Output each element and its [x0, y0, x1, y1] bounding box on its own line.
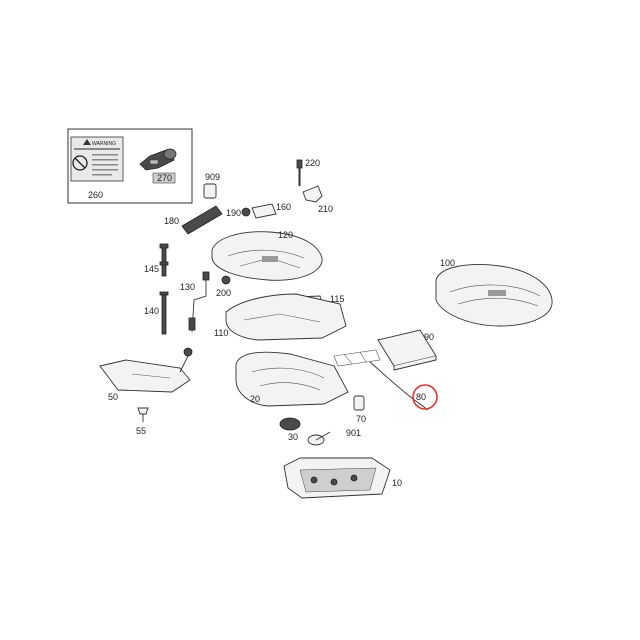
part-110-foam	[225, 293, 347, 341]
part-130-cable	[188, 271, 210, 333]
part-909	[203, 183, 217, 199]
part-10-base	[283, 457, 391, 499]
part-180-panel	[181, 205, 223, 235]
part-70-clip	[353, 395, 365, 411]
label-90: 90	[424, 332, 434, 342]
label-210: 210	[318, 204, 333, 214]
warning-triangle-icon	[83, 139, 91, 145]
part-90-pad	[377, 329, 437, 371]
sensor-mat	[333, 349, 429, 411]
part-140-rod	[159, 291, 169, 335]
label-130: 130	[180, 282, 195, 292]
label-180: 180	[164, 216, 179, 226]
part-160-bracket	[251, 203, 277, 219]
label-220: 220	[305, 158, 320, 168]
part-200-clip	[221, 275, 231, 285]
part-50-cover	[99, 347, 193, 393]
label-909: 909	[205, 172, 220, 182]
label-270: 270	[157, 173, 172, 183]
label-145: 145	[144, 264, 159, 274]
part-145-rod	[159, 243, 169, 277]
part-220-bolt	[296, 159, 303, 186]
part-20-seat	[235, 351, 349, 407]
tool-icon	[139, 148, 177, 171]
label-20: 20	[250, 394, 260, 404]
label-115: 115	[330, 294, 344, 304]
label-100: 100	[440, 258, 455, 268]
label-901: 901	[346, 428, 361, 438]
label-55: 55	[136, 426, 146, 436]
warning-title: WARNING	[92, 141, 116, 147]
label-190: 190	[226, 208, 241, 218]
part-210-bracket	[302, 185, 323, 203]
part-30-sensor	[279, 417, 331, 446]
label-160: 160	[276, 202, 291, 212]
label-140: 140	[144, 306, 159, 316]
inset-panel: WARNING 270 260	[67, 128, 193, 204]
label-80: 80	[416, 392, 426, 402]
label-200: 200	[216, 288, 231, 298]
label-10: 10	[392, 478, 402, 488]
label-120: 120	[278, 230, 293, 240]
label-50: 50	[108, 392, 118, 402]
part-190-screw	[241, 207, 251, 217]
highlight-circle-80	[412, 384, 438, 410]
label-260: 260	[88, 190, 103, 200]
no-entry-icon	[72, 155, 88, 171]
label-70: 70	[356, 414, 366, 424]
label-30: 30	[288, 432, 298, 442]
part-55-screw	[137, 407, 149, 422]
part-100-backrest	[435, 264, 553, 327]
label-110: 110	[214, 328, 228, 338]
part-120-cushion	[211, 231, 323, 281]
